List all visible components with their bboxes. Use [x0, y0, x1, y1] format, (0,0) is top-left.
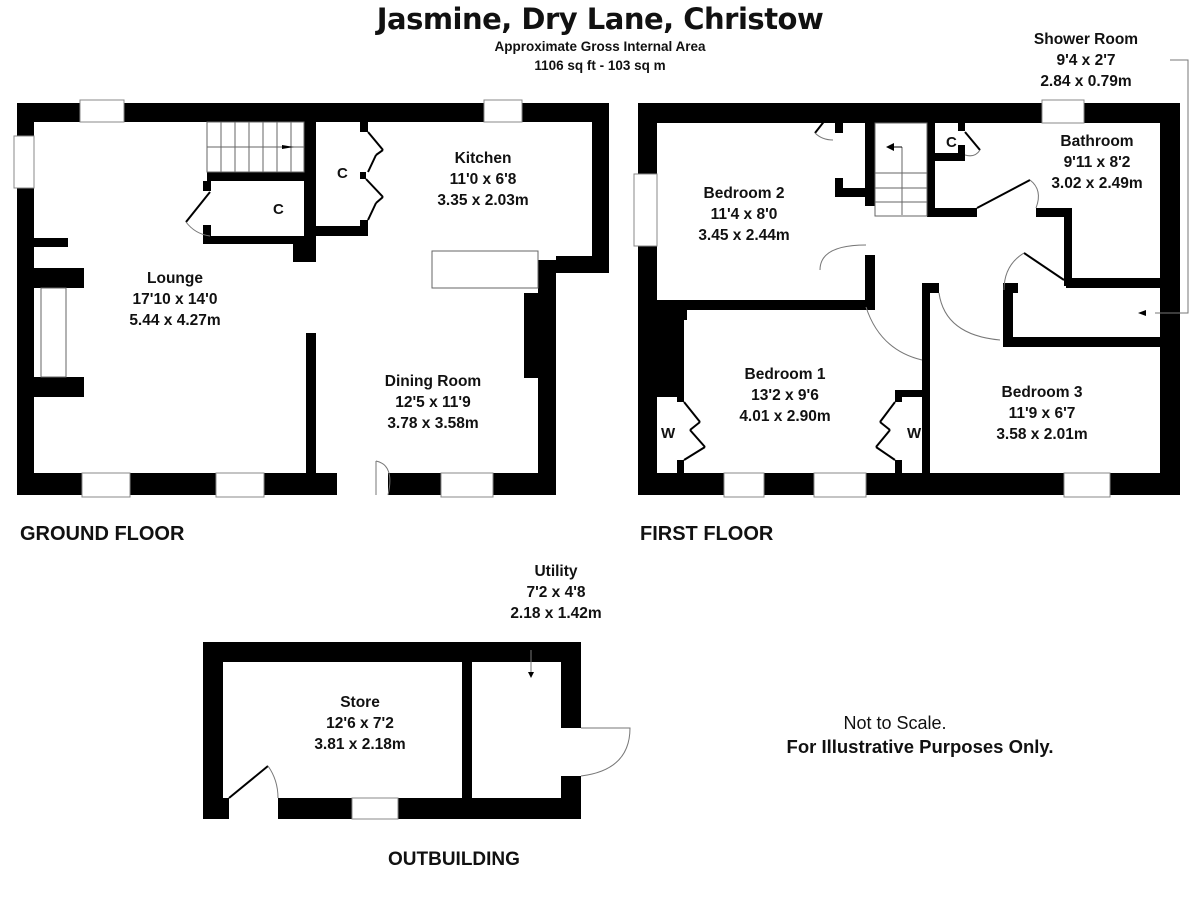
cupboard-label: C [337, 165, 348, 182]
room-metric: 3.02 x 2.49m [1051, 175, 1143, 192]
total-area: 1106 sq ft - 103 sq m [534, 58, 666, 73]
room-name: Shower Room [1033, 31, 1139, 48]
room-metric: 3.78 x 3.58m [387, 415, 479, 432]
room-imperial: 11'4 x 8'0 [710, 206, 778, 223]
room-utility: Utility 7'2 x 4'8 2.18 x 1.42m [496, 561, 616, 624]
wardrobe-label: W [907, 425, 922, 442]
room-lounge: Lounge 17'10 x 14'0 5.44 x 4.27m [115, 268, 235, 331]
room-name: Store [340, 694, 380, 711]
fixtures [40, 121, 928, 378]
room-dining: Dining Room 12'5 x 11'9 3.78 x 3.58m [368, 371, 498, 434]
ground-floor-label: GROUND FLOOR [20, 523, 185, 545]
not-to-scale-note: Not to Scale. [843, 713, 947, 733]
room-metric: 3.81 x 2.18m [314, 736, 406, 753]
room-name: Bathroom [1060, 133, 1134, 150]
room-imperial: 12'5 x 11'9 [395, 394, 471, 411]
cupboard-label: C [946, 134, 957, 151]
room-imperial: 17'10 x 14'0 [132, 291, 218, 308]
doors [185, 109, 1065, 799]
cupboard-label: C [273, 201, 284, 218]
room-store: Store 12'6 x 7'2 3.81 x 2.18m [305, 692, 415, 755]
room-bathroom: Bathroom 9'11 x 8'2 3.02 x 2.49m [1037, 131, 1157, 194]
wardrobe-label: W [661, 425, 676, 442]
room-bedroom-3: Bedroom 3 11'9 x 6'7 3.58 x 2.01m [982, 382, 1102, 445]
room-imperial: 9'4 x 2'7 [1056, 52, 1116, 69]
room-metric: 2.84 x 0.79m [1040, 73, 1132, 90]
room-name: Bedroom 3 [1001, 384, 1083, 401]
room-imperial: 11'0 x 6'8 [449, 171, 517, 188]
room-imperial: 13'2 x 9'6 [751, 387, 819, 404]
room-metric: 4.01 x 2.90m [739, 408, 831, 425]
first-floor-label: FIRST FLOOR [640, 523, 774, 545]
room-metric: 3.45 x 2.44m [698, 227, 790, 244]
room-name: Bedroom 2 [703, 185, 785, 202]
illustrative-note: For Illustrative Purposes Only. [786, 736, 1054, 757]
room-metric: 3.35 x 2.03m [437, 192, 529, 209]
room-name: Lounge [147, 270, 203, 287]
room-name: Dining Room [384, 373, 482, 390]
room-imperial: 9'11 x 8'2 [1063, 154, 1131, 171]
room-name: Kitchen [454, 150, 512, 167]
room-name: Bedroom 1 [744, 366, 826, 383]
room-metric: 3.58 x 2.01m [996, 426, 1088, 443]
room-bedroom-1: Bedroom 1 13'2 x 9'6 4.01 x 2.90m [725, 364, 845, 427]
room-shower: Shower Room 9'4 x 2'7 2.84 x 0.79m [1020, 29, 1152, 92]
room-kitchen: Kitchen 11'0 x 6'8 3.35 x 2.03m [418, 148, 548, 211]
outbuilding-label: OUTBUILDING [388, 849, 520, 870]
stair-arrows [282, 143, 902, 151]
door-swings [185, 59, 1189, 799]
room-imperial: 11'9 x 6'7 [1008, 405, 1076, 422]
page-title: Jasmine, Dry Lane, Christow [376, 2, 824, 36]
room-bedroom-2: Bedroom 2 11'4 x 8'0 3.45 x 2.44m [684, 183, 804, 246]
room-imperial: 7'2 x 4'8 [526, 584, 586, 601]
windows [13, 99, 1111, 820]
pointer-arrows [528, 310, 1146, 678]
room-imperial: 12'6 x 7'2 [326, 715, 394, 732]
room-name: Utility [534, 563, 578, 580]
room-metric: 5.44 x 4.27m [129, 312, 221, 329]
room-metric: 2.18 x 1.42m [510, 605, 602, 622]
area-subtitle: Approximate Gross Internal Area [494, 39, 706, 54]
